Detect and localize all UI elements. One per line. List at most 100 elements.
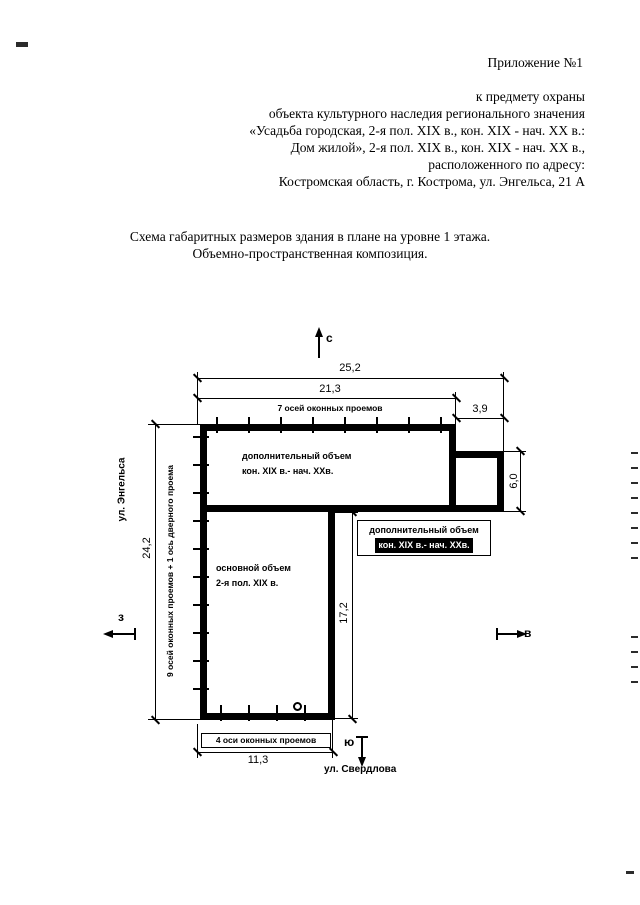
- east-arrow-icon: [517, 630, 527, 638]
- window-axis-tick: [344, 417, 346, 433]
- scan-artifact: [631, 497, 638, 499]
- additional-volume-right-line2: кон. XIX в.- нач. XXв.: [375, 538, 473, 553]
- north-arrow-icon: [315, 327, 323, 337]
- header-line: Дом жилой», 2-я пол. XIX в., кон. XIX - …: [290, 140, 585, 155]
- scan-artifact: [631, 666, 638, 668]
- south-arrow-shaft: [361, 737, 363, 758]
- east-arrow-shaft: [498, 633, 518, 635]
- extension-line: [148, 719, 200, 720]
- west-arrow-icon: [103, 630, 113, 638]
- extension-line: [503, 372, 504, 451]
- scan-artifact: [631, 557, 638, 559]
- window-axis-tick: [276, 705, 278, 721]
- window-axis-tick: [248, 417, 250, 433]
- window-axis-tick: [193, 660, 209, 662]
- scan-artifact: [631, 636, 638, 638]
- window-axis-tick: [408, 417, 410, 433]
- extension-line: [335, 512, 358, 513]
- dimension-line-wing-width: [197, 398, 456, 399]
- compass-north-label: с: [326, 331, 333, 345]
- dimension-line-annex-width: [456, 418, 504, 419]
- subtitle-line: Объемно-пространственная композиция.: [192, 246, 428, 261]
- header-line: к предмету охраны: [475, 89, 585, 104]
- window-axis-tick: [193, 464, 209, 466]
- compass-south-label: ю: [344, 735, 355, 749]
- wall-annex: [449, 451, 504, 512]
- additional-volume-top-label: дополнительный объем кон. XIX в.- нач. X…: [242, 449, 351, 479]
- extension-line: [148, 424, 200, 425]
- subtitle-line: Схема габаритных размеров здания в плане…: [129, 229, 491, 244]
- main-volume-line2: 2-я пол. XIX в.: [216, 578, 279, 588]
- bottom-axes-label: 4 оси оконных проемов: [201, 733, 331, 748]
- dimension-total-height: 24,2: [141, 537, 153, 559]
- extension-line: [504, 451, 526, 452]
- door-axis-marker: [293, 702, 302, 711]
- dimension-main-height: 17,2: [338, 602, 350, 624]
- dimension-line-annex-height: [520, 451, 521, 511]
- east-arrow-bar: [496, 628, 498, 640]
- dimension-annex-width: 3,9: [472, 403, 488, 415]
- main-volume-line1: основной объем: [216, 563, 291, 573]
- west-arrow-bar: [134, 628, 136, 640]
- dimension-total-width: 25,2: [339, 362, 361, 374]
- extension-line: [335, 718, 358, 719]
- window-axis-tick: [216, 417, 218, 433]
- scan-artifact: [631, 542, 638, 544]
- scan-artifact: [631, 467, 638, 469]
- window-axis-tick: [193, 436, 209, 438]
- north-arrow-shaft: [318, 336, 320, 358]
- window-axis-tick: [193, 492, 209, 494]
- main-volume-label: основной объем 2-я пол. XIX в.: [216, 561, 291, 591]
- extension-line: [197, 372, 198, 424]
- scan-artifact: [626, 871, 634, 874]
- window-axis-tick: [193, 576, 209, 578]
- window-axis-tick: [248, 705, 250, 721]
- dimension-wing-width: 21,3: [319, 383, 341, 395]
- south-arrow-icon: [358, 757, 366, 767]
- street-left-label: ул. Энгельса: [116, 457, 128, 522]
- additional-volume-right-line1: дополнительный объем: [369, 525, 479, 535]
- window-axis-tick: [376, 417, 378, 433]
- header-line: расположенного по адресу:: [428, 157, 585, 172]
- top-axes-label: 7 осей оконных проемов: [277, 403, 383, 413]
- compass-west-label: з: [118, 610, 124, 624]
- scan-artifact: [631, 681, 638, 683]
- extension-line: [504, 511, 526, 512]
- window-axis-tick: [304, 705, 306, 721]
- scan-artifact: [631, 512, 638, 514]
- scan-artifact: [16, 42, 28, 47]
- window-axis-tick: [440, 417, 442, 433]
- header-line: «Усадьба городская, 2-я пол. XIX в., кон…: [249, 123, 585, 138]
- scan-artifact: [631, 527, 638, 529]
- appendix-title: Приложение №1: [487, 55, 583, 70]
- extension-line: [332, 720, 333, 758]
- document-header: к предмету охраны объекта культурного на…: [85, 88, 585, 190]
- scan-artifact: [631, 482, 638, 484]
- dimension-line-total-width: [197, 378, 504, 379]
- scheme-subtitle: Схема габаритных размеров здания в плане…: [0, 228, 620, 262]
- window-axis-tick: [193, 632, 209, 634]
- dimension-annex-height: 6,0: [508, 473, 520, 489]
- wall-main-volume: [200, 505, 335, 720]
- additional-volume-right-label: дополнительный объем кон. XIX в.- нач. X…: [357, 520, 491, 556]
- window-axis-tick: [280, 417, 282, 433]
- street-bottom-label: ул. Свердлова: [324, 764, 397, 775]
- window-axis-tick: [220, 705, 222, 721]
- additional-volume-top-line1: дополнительный объем: [242, 451, 352, 461]
- window-axis-tick: [193, 520, 209, 522]
- additional-volume-top-line2: кон. XIX в.- нач. XXв.: [242, 466, 334, 476]
- dimension-line-bottom-width: [197, 752, 333, 753]
- west-arrow-shaft: [112, 633, 134, 635]
- window-axis-tick: [193, 604, 209, 606]
- dimension-line-main-height: [352, 512, 353, 719]
- window-axis-tick: [193, 548, 209, 550]
- left-axes-label: 9 осей оконных проемов + 1 ось дверного …: [165, 464, 175, 678]
- window-axis-tick: [312, 417, 314, 433]
- dimension-line-total-height: [155, 424, 156, 720]
- dimension-bottom-width: 11,3: [247, 754, 269, 766]
- header-line: объекта культурного наследия регионально…: [268, 106, 585, 121]
- scan-artifact: [631, 651, 638, 653]
- window-axis-tick: [193, 688, 209, 690]
- scan-artifact: [631, 452, 638, 454]
